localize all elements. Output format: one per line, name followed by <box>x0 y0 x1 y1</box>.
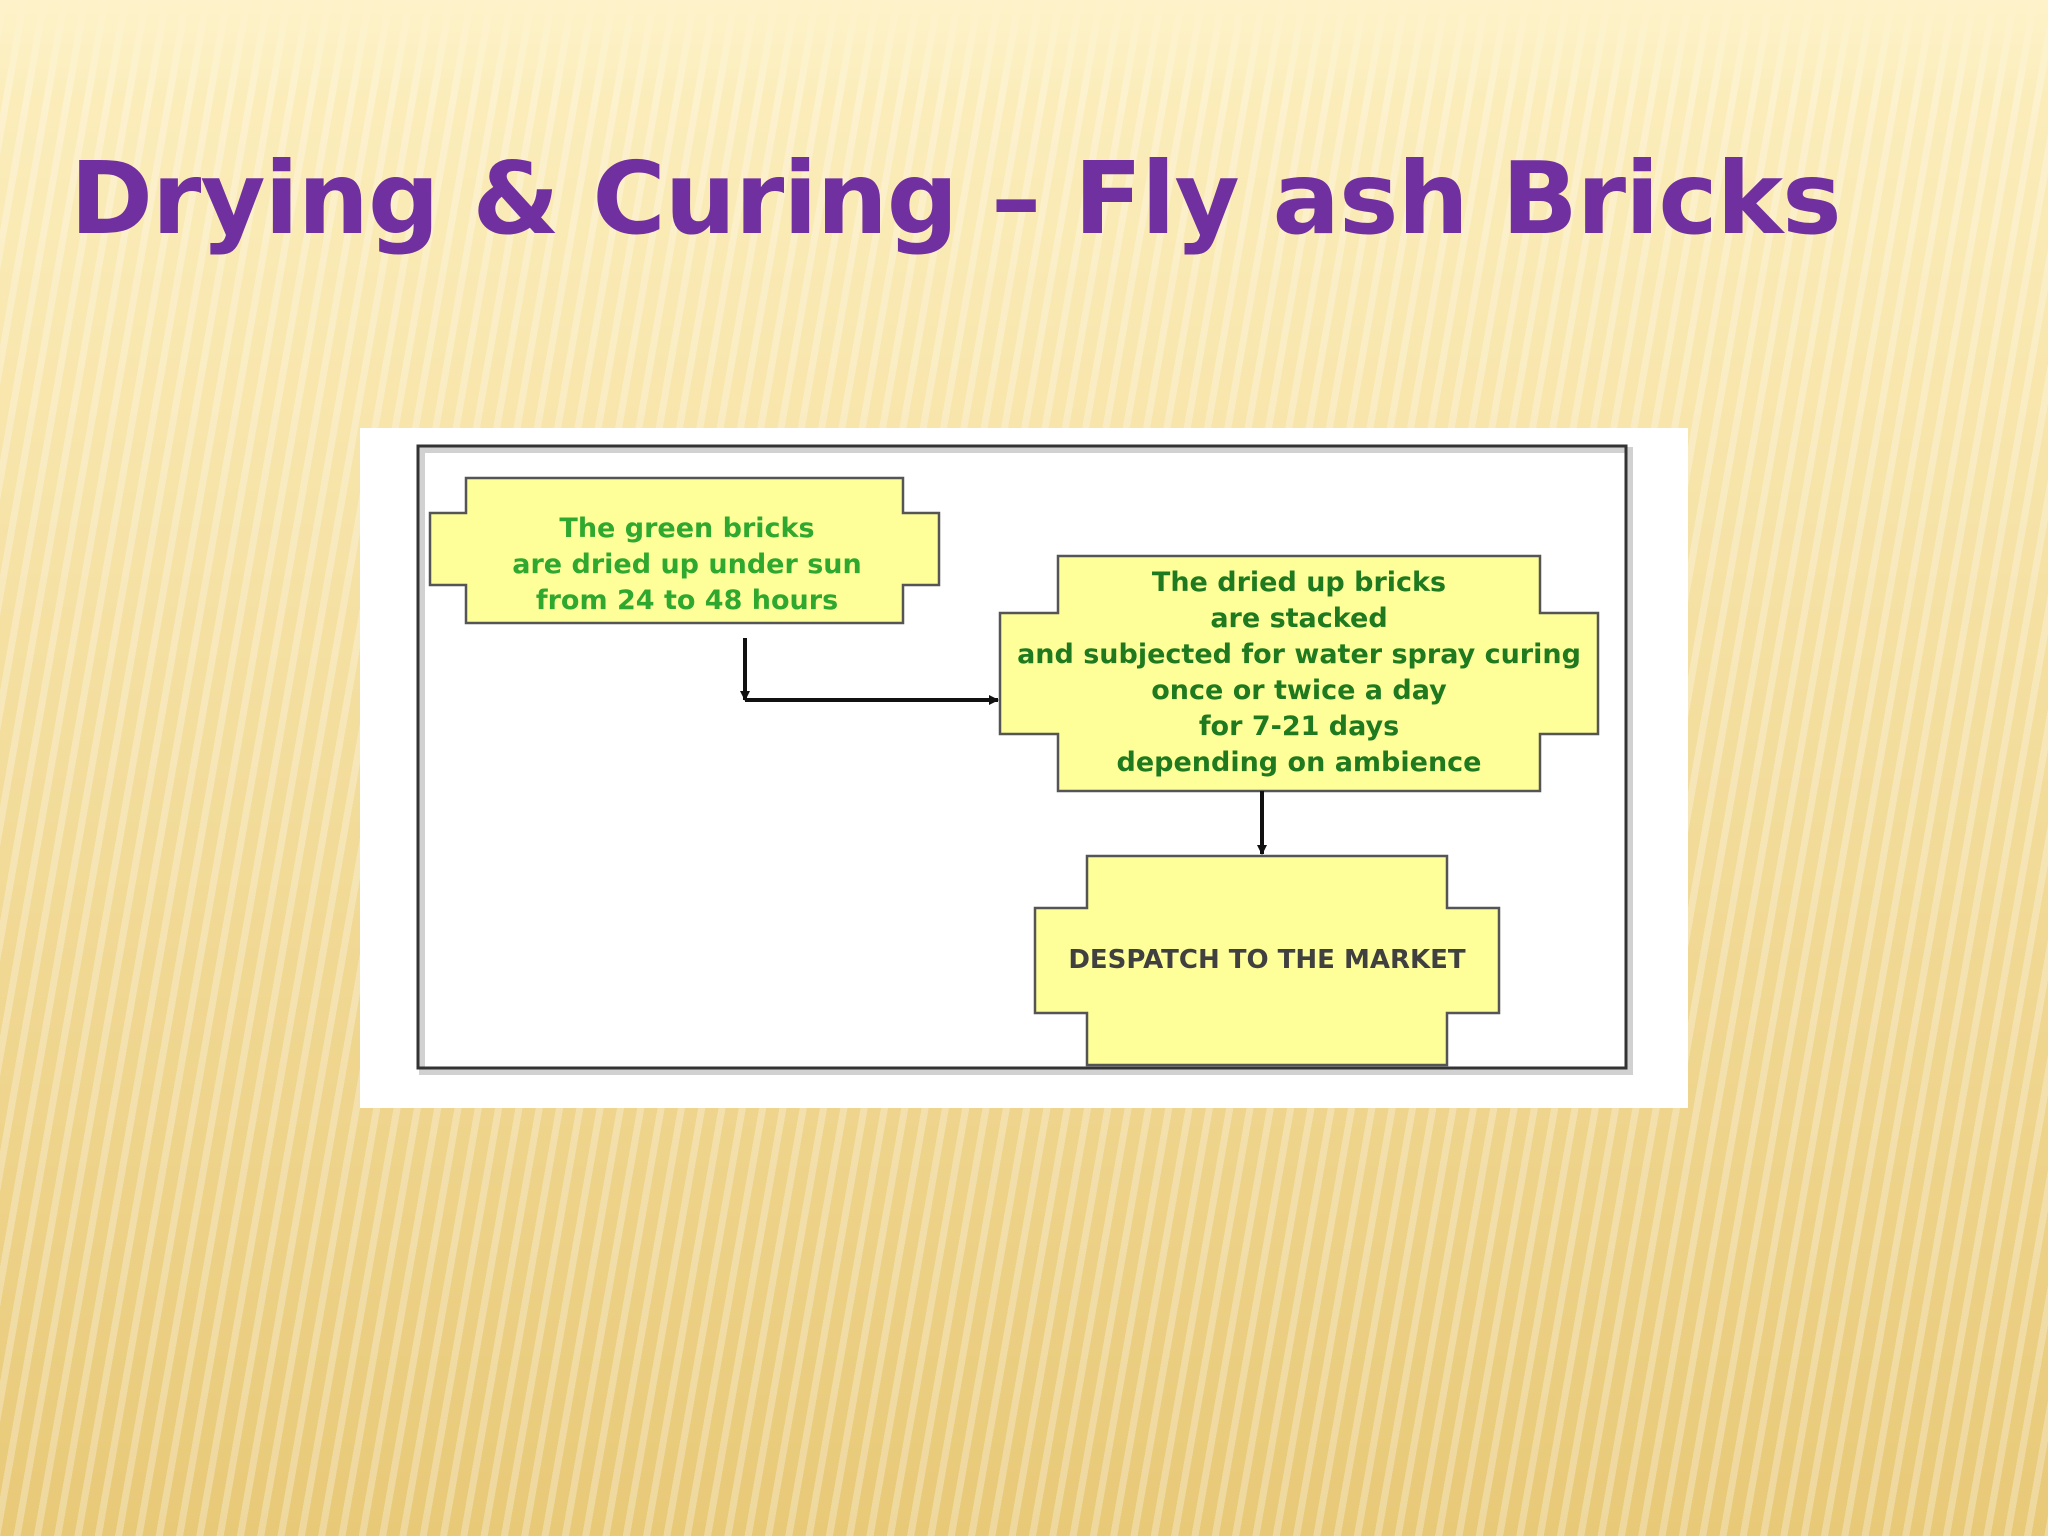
node-2-line: The dried up bricks <box>1151 567 1447 598</box>
node-3-shape <box>1033 854 1501 1067</box>
slide-title: Drying & Curing – Fly ash Bricks <box>70 140 1842 257</box>
flowchart-diagram <box>416 444 1633 1075</box>
node-2-line: for 7-21 days <box>1198 711 1400 742</box>
node-1-line: The green bricks <box>559 513 815 544</box>
node-2-label: The dried up bricks are stacked and subj… <box>1005 565 1593 781</box>
node-2-line: once or twice a day <box>1151 675 1447 706</box>
node-1-line: are dried up under sun <box>512 549 862 580</box>
node-3-line: DESPATCH TO THE MARKET <box>1068 945 1466 975</box>
diagram-frame-shadow <box>419 447 1633 1075</box>
node-1-label: The green bricks are dried up under sun … <box>440 511 934 619</box>
node-3-label: DESPATCH TO THE MARKET <box>1040 942 1494 978</box>
node-2-line: are stacked <box>1210 603 1388 634</box>
node-2-line: and subjected for water spray curing <box>1017 639 1581 670</box>
node-2-line: depending on ambience <box>1116 747 1482 778</box>
node-1-shape <box>428 476 941 625</box>
node-2-shape <box>998 554 1600 793</box>
slide-top-band <box>0 0 2048 95</box>
node-1-line: from 24 to 48 hours <box>535 585 839 616</box>
diagram-panel: The green bricks are dried up under sun … <box>360 428 1688 1108</box>
diagram-frame-border <box>416 444 1628 1070</box>
